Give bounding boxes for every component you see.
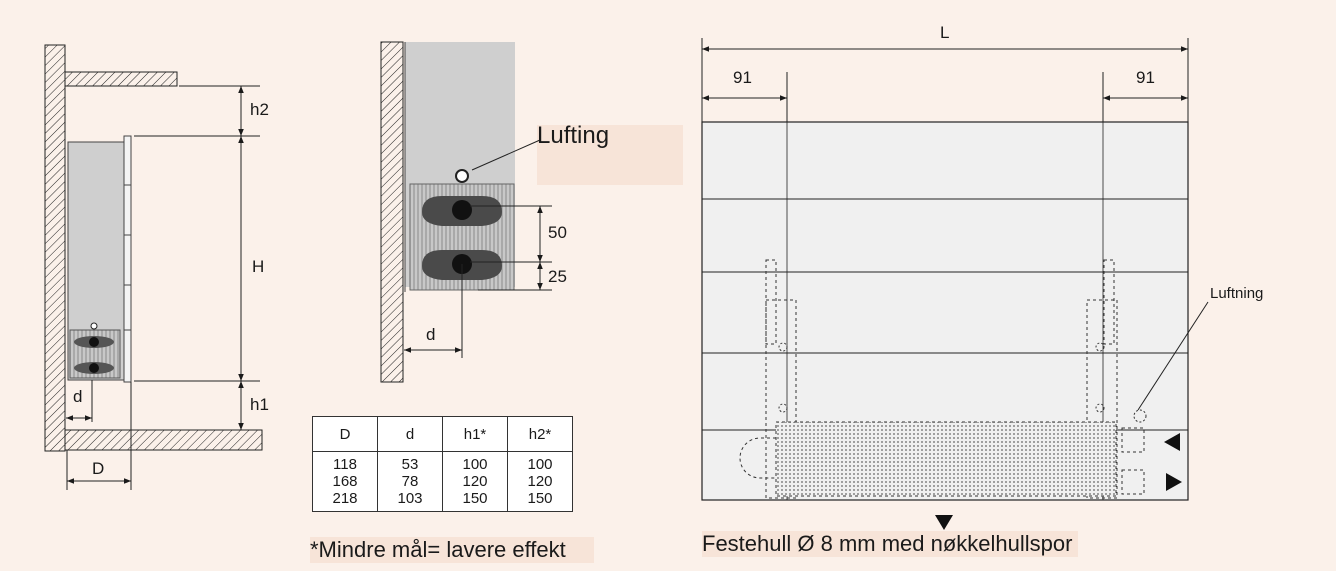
front-plate [123, 135, 132, 383]
vent-label-bg [537, 125, 683, 185]
bracket-left-slot [765, 259, 777, 345]
detail-wall [380, 41, 404, 383]
table-header: h1* [442, 416, 508, 452]
hidden-valve-lower [1121, 469, 1145, 495]
front-view: L 91 91 Luftning [701, 23, 1263, 530]
bracket-right [1086, 299, 1118, 499]
mounting-caption: Festehull Ø 8 mm med nøkkelhullspor [702, 531, 1079, 557]
hidden-valve-upper [1121, 427, 1145, 453]
label-91-left: 91 [733, 68, 752, 87]
label-50: 50 [548, 223, 567, 242]
hidden-vent [1133, 409, 1147, 423]
footnote: *Mindre mål= lavere effekt [310, 537, 594, 563]
wall [44, 44, 66, 452]
floor [64, 429, 263, 451]
label-91-right: 91 [1136, 68, 1155, 87]
flow-arrow-out [1166, 473, 1182, 491]
label-d-side: d [73, 387, 82, 406]
flow-arrow-down [935, 515, 953, 530]
luftning-label: Luftning [1210, 285, 1263, 302]
label-h1: h1 [250, 395, 269, 414]
side-view: h2 H h1 d D [44, 44, 269, 490]
label-L: L [940, 23, 949, 42]
bracket-left [765, 299, 797, 499]
shelf [64, 71, 178, 87]
flow-arrow-in [1164, 433, 1180, 451]
hidden-heat-exchanger [775, 421, 1117, 497]
label-D-side: D [92, 459, 104, 478]
label-h2: h2 [250, 100, 269, 119]
table-header: d [377, 416, 443, 452]
detail-view: Lufting 50 25 d [380, 41, 683, 383]
hidden-return-bend [739, 437, 776, 479]
detail-vent-valve [455, 169, 469, 183]
vent-valve [90, 322, 98, 330]
label-H: H [252, 257, 264, 276]
label-d-detail: d [426, 325, 435, 344]
table-header-row: D d h1* h2* [312, 416, 573, 452]
vent-label: Lufting [537, 122, 609, 149]
label-25: 25 [548, 267, 567, 286]
table-header: D [312, 416, 378, 452]
table-header: h2* [507, 416, 573, 452]
bracket-right-slot [1103, 259, 1115, 345]
